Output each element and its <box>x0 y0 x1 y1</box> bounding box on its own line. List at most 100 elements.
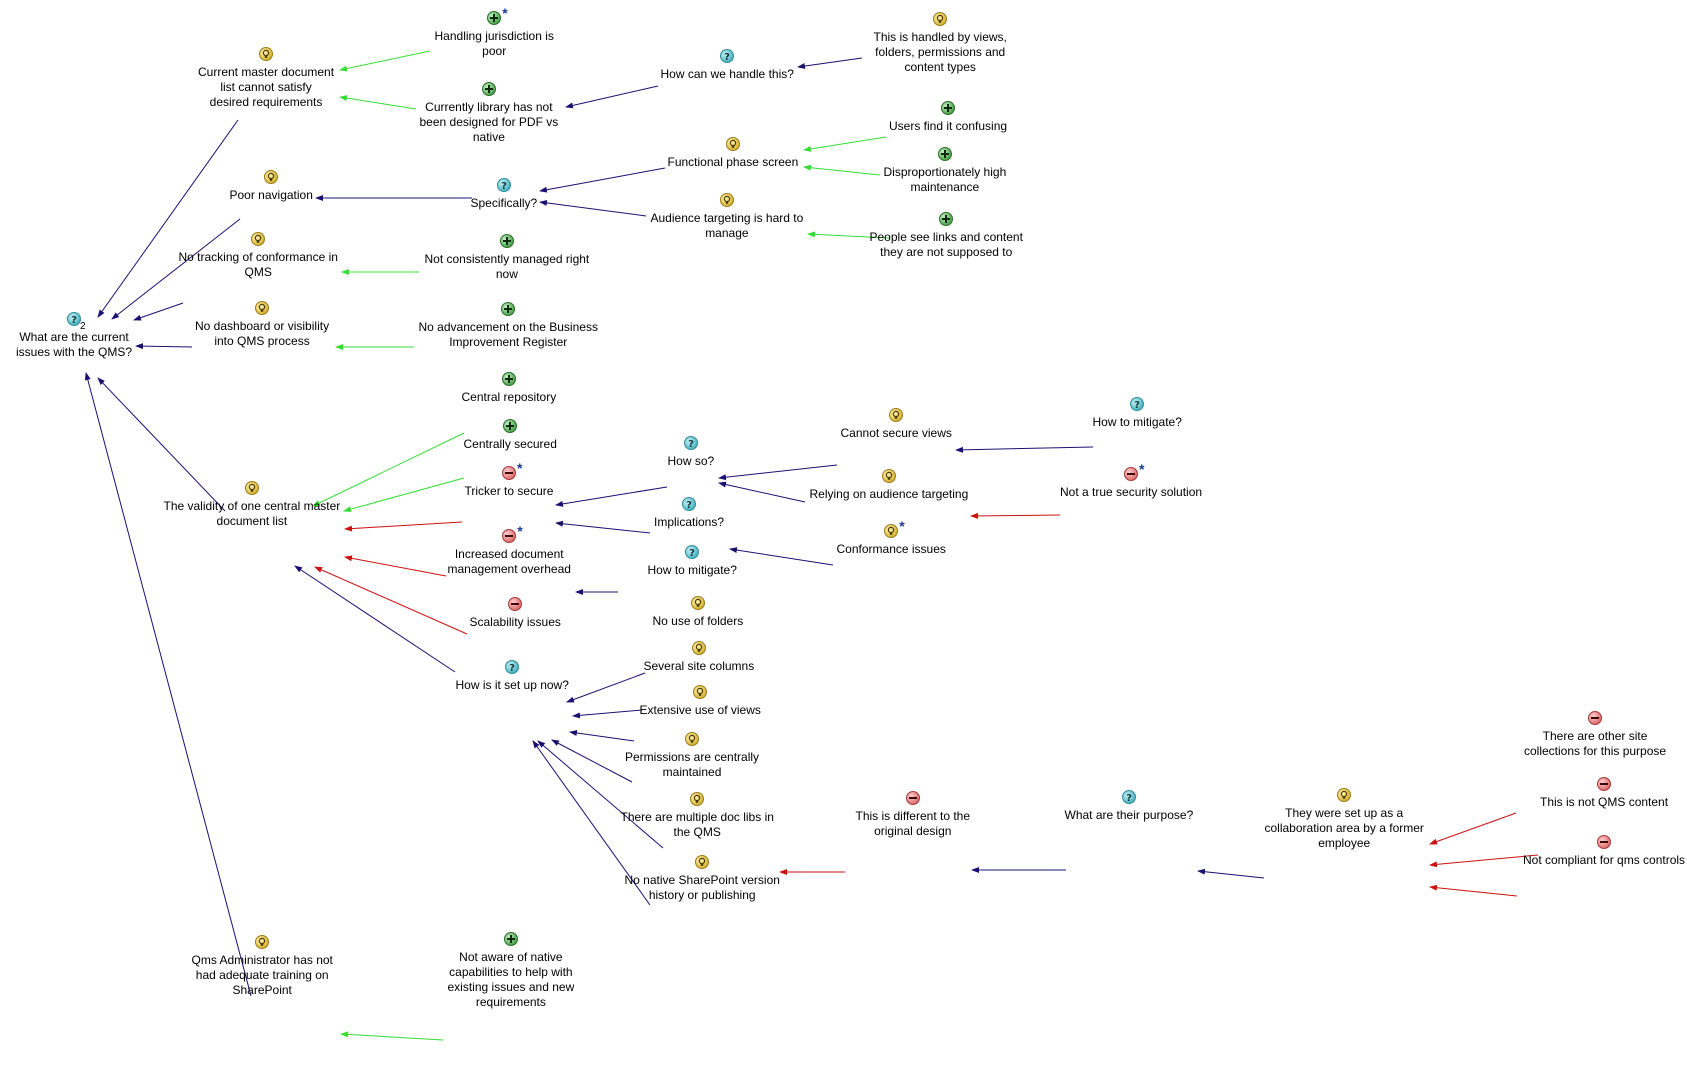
map-node-mitigate2[interactable]: ?How to mitigate? <box>648 545 737 578</box>
node-label: Centrally secured <box>463 437 557 451</box>
map-node-jurisdiction[interactable]: *Handling jurisdiction is poor <box>435 6 554 59</box>
idea-icon <box>690 596 705 610</box>
idea-icon <box>1337 788 1352 802</box>
node-label: No dashboard or visibility into QMS proc… <box>195 319 330 348</box>
node-label: Relying on audience targeting <box>809 487 969 501</box>
map-node-increased[interactable]: *Increased document management overhead <box>447 524 571 577</box>
map-node-relying[interactable]: Relying on audience targeting <box>809 469 969 502</box>
map-node-no-native[interactable]: No native SharePoint version history or … <box>625 855 780 903</box>
map-node-how-handle[interactable]: ?How can we handle this? <box>661 49 794 82</box>
map-node-no-advancement[interactable]: No advancement on the Business Improveme… <box>419 302 598 350</box>
idea-icon <box>251 232 266 246</box>
pro-plus-icon <box>941 101 956 115</box>
idea-icon <box>889 408 904 422</box>
node-label: Conformance issues <box>836 542 946 556</box>
child-count: 2 <box>80 321 86 332</box>
connector-idea <box>1197 868 1265 879</box>
question-icon: ? <box>682 497 697 511</box>
map-node-admin[interactable]: Qms Administrator has not had adequate t… <box>192 935 333 998</box>
map-node-no-dashboard[interactable]: No dashboard or visibility into QMS proc… <box>195 301 329 349</box>
map-node-mitigate1[interactable]: ?How to mitigate? <box>1093 397 1182 430</box>
node-label: The validity of one central master docum… <box>163 499 341 528</box>
node-label: How is it set up now? <box>455 678 569 692</box>
map-node-not-compliant[interactable]: Not compliant for qms controls <box>1523 835 1685 868</box>
map-node-handled-views[interactable]: This is handled by views, folders, permi… <box>874 12 1007 75</box>
node-label: What are their purpose? <box>1064 808 1194 822</box>
pro-plus-icon <box>481 82 496 96</box>
map-node-different[interactable]: This is different to the original design <box>856 791 970 839</box>
map-node-validity[interactable]: The validity of one central master docum… <box>163 481 341 529</box>
connector-idea <box>955 446 1094 453</box>
connector-con <box>344 521 463 532</box>
map-node-no-folders[interactable]: No use of folders <box>653 596 743 629</box>
map-node-not-qms[interactable]: This is not QMS content <box>1540 777 1668 810</box>
connector-con <box>1429 812 1517 845</box>
connector-idea <box>551 739 633 783</box>
map-node-specifically[interactable]: ? Specifically? <box>470 178 538 211</box>
map-node-not-true[interactable]: *Not a true security solution <box>1060 462 1202 500</box>
node-label: Permissions are centrally maintained <box>625 750 760 779</box>
connector-idea <box>566 672 646 703</box>
connector-idea <box>135 343 193 350</box>
question-icon: ?2 <box>67 312 86 332</box>
question-icon: ? <box>683 436 698 450</box>
map-node-disproportionate[interactable]: Disproportionately high maintenance <box>884 147 1006 195</box>
map-node-tricker[interactable]: *Tricker to secure <box>465 461 554 499</box>
map-node-implications[interactable]: ?Implications? <box>654 497 724 530</box>
map-node-other-sites[interactable]: There are other site collections for thi… <box>1524 711 1666 759</box>
node-label: Increased document management overhead <box>447 547 571 576</box>
svg-text:?: ? <box>1126 793 1132 802</box>
connector-idea <box>729 547 834 566</box>
map-node-users-confusing[interactable]: Users find it confusing <box>889 101 1007 134</box>
question-icon: ? <box>496 178 511 192</box>
connector-idea <box>572 709 643 719</box>
idea-icon <box>693 685 708 699</box>
map-node-multiple-libs[interactable]: There are multiple doc libs in the QMS <box>621 792 774 840</box>
con-minus-icon <box>1588 711 1603 725</box>
node-label: Users find it confusing <box>889 119 1008 133</box>
svg-text:?: ? <box>71 315 77 324</box>
idea-icon <box>881 469 896 483</box>
map-node-how-so[interactable]: ?How so? <box>668 436 714 469</box>
map-node-central-repo[interactable]: Central repository <box>462 372 556 405</box>
node-label: This is handled by views, folders, permi… <box>873 30 1007 74</box>
idea-icon <box>259 47 274 61</box>
map-node-site-columns[interactable]: Several site columns <box>644 641 754 674</box>
map-node-no-tracking[interactable]: No tracking of conformance in QMS <box>179 232 338 280</box>
map-node-central-secured[interactable]: Centrally secured <box>464 419 557 452</box>
question-icon: ? <box>720 49 735 63</box>
pro-plus-icon <box>503 932 518 946</box>
map-node-collab[interactable]: They were set up as a collaboration area… <box>1265 788 1424 851</box>
node-label: Not aware of native capabilities to help… <box>447 950 575 1009</box>
node-label: No tracking of conformance in QMS <box>178 250 338 279</box>
map-node-conformance[interactable]: *Conformance issues <box>836 519 946 557</box>
connector-idea <box>539 167 666 193</box>
map-node-not-consistent[interactable]: Not consistently managed right now <box>425 234 589 282</box>
map-node-people-see[interactable]: People see links and content they are no… <box>870 212 1023 260</box>
map-node-not-aware[interactable]: Not aware of native capabilities to help… <box>447 932 575 1010</box>
map-node-poor-nav[interactable]: Poor navigation <box>230 170 313 203</box>
node-label: Specifically? <box>470 196 538 210</box>
star-marker: * <box>1139 461 1145 477</box>
map-node-extensive-views[interactable]: Extensive use of views <box>640 685 761 718</box>
connector-idea <box>532 740 651 906</box>
con-minus-icon <box>1597 777 1612 791</box>
pro-plus-icon <box>937 147 952 161</box>
map-node-how-setup[interactable]: ?How is it set up now? <box>456 660 569 693</box>
map-node-scalability[interactable]: Scalability issues <box>470 597 561 630</box>
connector-pro <box>343 477 465 513</box>
map-node-purpose[interactable]: ? What are their purpose? <box>1064 790 1194 823</box>
map-node-audience[interactable]: Audience targeting is hard to manage <box>651 193 803 241</box>
map-node-pdf[interactable]: Currently library has not been designed … <box>420 82 558 145</box>
connector-pro <box>807 231 890 239</box>
connector-pro <box>803 164 881 176</box>
map-node-cannot-secure[interactable]: Cannot secure views <box>841 408 952 441</box>
map-node-master-list[interactable]: Current master document list cannot sati… <box>198 47 334 110</box>
map-node-functional[interactable]: Functional phase screen <box>668 137 798 170</box>
node-label: This is not QMS content <box>1540 795 1669 809</box>
svg-text:?: ? <box>686 500 692 509</box>
map-node-permissions[interactable]: Permissions are centrally maintained <box>625 732 759 780</box>
